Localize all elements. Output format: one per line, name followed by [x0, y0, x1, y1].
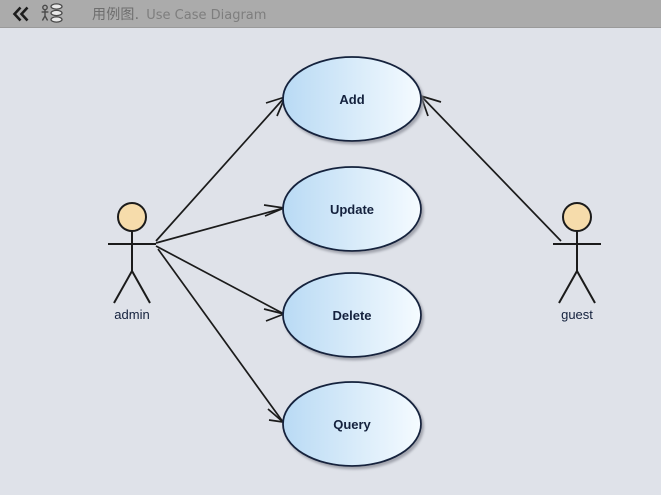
use-case-add-label: Add: [339, 92, 364, 107]
use-case-update-label: Update: [330, 202, 374, 217]
actor-guest[interactable]: guest: [553, 202, 601, 322]
use-case-add-ellipse[interactable]: [282, 56, 422, 142]
page-title-en: Use Case Diagram: [146, 7, 267, 23]
use-case-diagram-icon[interactable]: [38, 1, 64, 27]
use-case-delete-label: Delete: [332, 308, 371, 323]
use-case-add[interactable]: Add: [282, 56, 422, 142]
association-admin-update[interactable]: [155, 204, 285, 244]
use-case-delete[interactable]: Delete: [282, 272, 422, 358]
use-case-query[interactable]: Query: [282, 381, 422, 467]
use-case-delete-ellipse[interactable]: [282, 272, 422, 358]
diagram-canvas[interactable]: Add Update Delete Query: [0, 28, 661, 495]
use-case-nodes: Add Update Delete Query: [282, 56, 422, 467]
association-admin-query[interactable]: [157, 248, 284, 423]
use-case-update[interactable]: Update: [282, 166, 422, 252]
association-lines: [155, 95, 562, 423]
actor-admin-leg-left: [113, 270, 133, 304]
actor-guest-head[interactable]: [562, 202, 592, 232]
titlebar: 用例图. Use Case Diagram: [0, 0, 661, 28]
association-guest-add[interactable]: [420, 95, 562, 242]
double-chevron-left-icon[interactable]: [8, 1, 34, 27]
association-admin-add[interactable]: [155, 96, 286, 242]
page-title-cn: 用例图.: [92, 6, 140, 23]
association-admin-delete[interactable]: [155, 245, 285, 322]
actor-admin-leg-right: [131, 270, 151, 304]
use-case-update-ellipse[interactable]: [282, 166, 422, 252]
use-case-query-label: Query: [333, 417, 371, 432]
actor-admin-label: admin: [114, 307, 149, 322]
actor-admin[interactable]: admin: [108, 202, 156, 322]
actor-guest-leg-left: [558, 270, 578, 304]
actor-admin-head[interactable]: [117, 202, 147, 232]
actor-guest-label: guest: [561, 307, 593, 322]
use-case-query-ellipse[interactable]: [282, 381, 422, 467]
page-title: 用例图. Use Case Diagram: [92, 4, 266, 24]
diagram-svg: Add Update Delete Query: [108, 56, 601, 467]
actor-guest-leg-right: [576, 270, 596, 304]
